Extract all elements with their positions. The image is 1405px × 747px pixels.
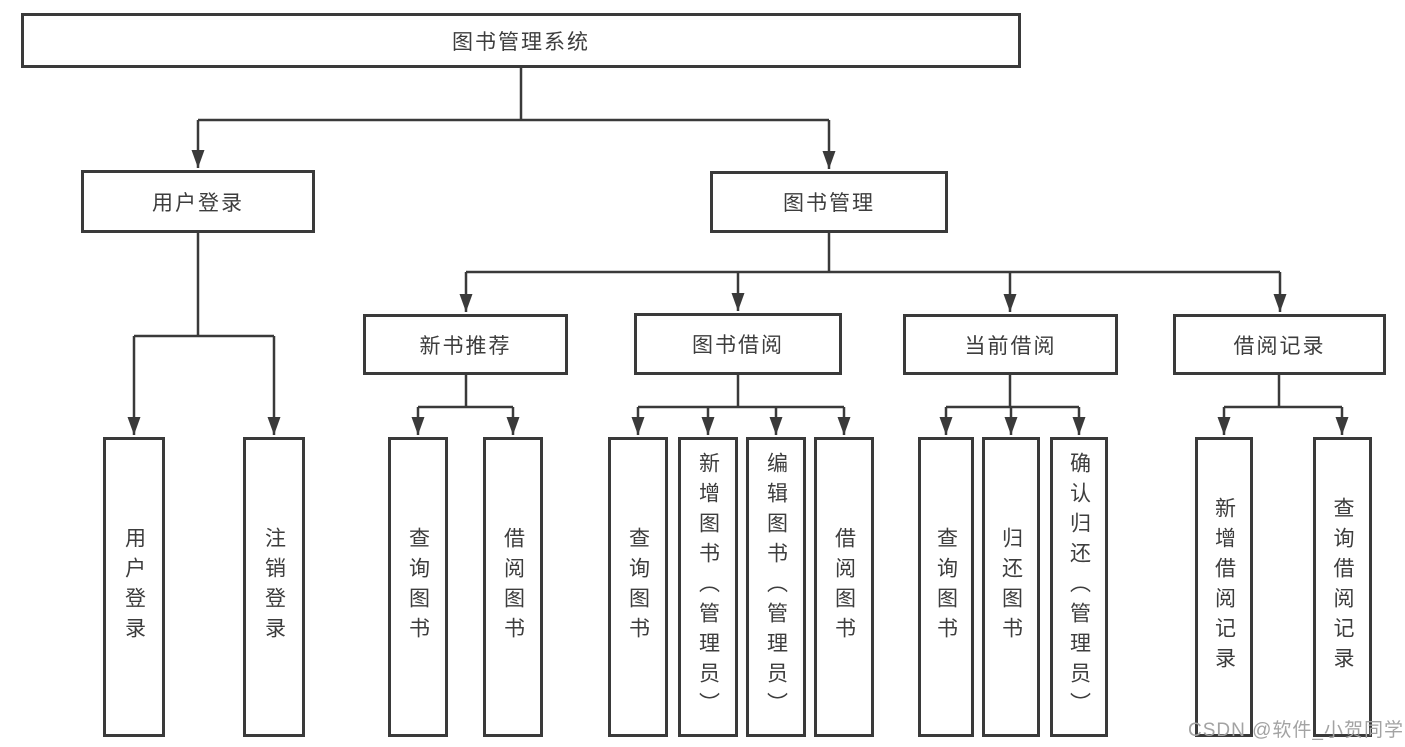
node-label: 查询图书 <box>934 527 958 647</box>
connector-new-book-trunk <box>418 375 513 409</box>
node-label: 注销登录 <box>262 527 286 647</box>
node-label: 新增图书（管理员） <box>696 452 720 722</box>
csdn-watermark: CSDN @软件_小贺同学 <box>1188 720 1404 741</box>
node-label: 用户登录 <box>122 527 146 647</box>
node-leaf-edit-books-admin: 编辑图书（管理员） <box>746 437 806 737</box>
node-label: 新增借阅记录 <box>1212 497 1236 677</box>
node-label: 归还图书 <box>999 527 1023 647</box>
connector-borrowing-trunk <box>638 375 844 409</box>
node-label: 查询图书 <box>406 527 430 647</box>
connector-user-login-trunk <box>134 233 274 338</box>
node-label: 借阅图书 <box>832 527 856 647</box>
node-leaf-add-books-admin: 新增图书（管理员） <box>678 437 738 737</box>
node-current-borrowing: 当前借阅 <box>903 314 1118 375</box>
node-label: 查询借阅记录 <box>1331 497 1354 677</box>
node-user-login-group: 用户登录 <box>81 170 315 233</box>
node-leaf-borrow-books-recommend: 借阅图书 <box>483 437 543 737</box>
connector-current-trunk <box>946 375 1079 409</box>
node-label: 查询图书 <box>626 527 650 647</box>
node-leaf-add-borrow-record: 新增借阅记录 <box>1195 437 1253 737</box>
node-label: 确认归还（管理员） <box>1067 452 1091 722</box>
connector-book-mgmt-trunk <box>466 233 1280 274</box>
connector-records-trunk <box>1224 375 1342 409</box>
node-label: 图书管理系统 <box>452 30 590 54</box>
node-book-borrowing: 图书借阅 <box>634 313 842 375</box>
node-label: 借阅图书 <box>501 527 525 647</box>
node-leaf-query-books-borrowing: 查询图书 <box>608 437 668 737</box>
node-label: 当前借阅 <box>964 334 1057 358</box>
node-borrowing-records: 借阅记录 <box>1173 314 1386 375</box>
node-label: 借阅记录 <box>1233 334 1326 358</box>
node-leaf-confirm-return-admin: 确认归还（管理员） <box>1050 437 1108 737</box>
node-leaf-user-login: 用户登录 <box>103 437 165 737</box>
connector-root-trunk <box>198 68 829 122</box>
node-leaf-query-books-recommend: 查询图书 <box>388 437 448 737</box>
node-leaf-logout: 注销登录 <box>243 437 305 737</box>
node-label: 新书推荐 <box>419 334 512 358</box>
node-leaf-query-borrow-record: 查询借阅记录 <box>1313 437 1372 737</box>
node-label: 用户登录 <box>152 191 244 215</box>
node-new-book-recommend: 新书推荐 <box>363 314 568 375</box>
node-label: 图书管理 <box>783 192 875 215</box>
node-book-management-group: 图书管理 <box>710 171 948 233</box>
node-label: 编辑图书（管理员） <box>764 452 788 722</box>
node-leaf-query-books-current: 查询图书 <box>918 437 974 737</box>
node-leaf-return-books: 归还图书 <box>982 437 1040 737</box>
node-leaf-borrow-books: 借阅图书 <box>814 437 874 737</box>
node-label: 图书借阅 <box>692 334 784 357</box>
node-root-system: 图书管理系统 <box>21 13 1021 68</box>
